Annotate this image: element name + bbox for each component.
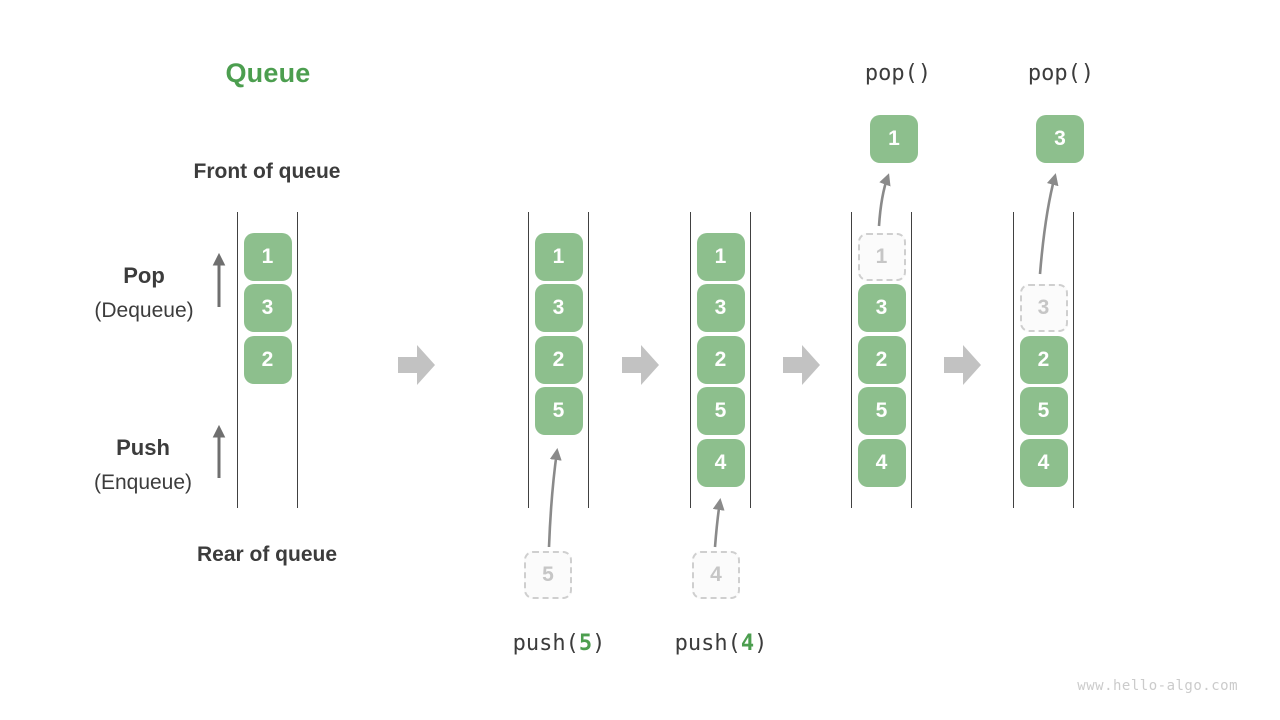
push-call-arg: 4 (740, 631, 755, 656)
flow-arrow-icon (622, 345, 659, 385)
front-of-queue-label: Front of queue (193, 160, 341, 183)
pop-call-label-1: pop() (864, 61, 932, 86)
incoming-item-box: 5 (524, 551, 572, 599)
queue-column-initial: 1 3 2 (237, 212, 298, 508)
push-call-label-4: push(4) (675, 631, 768, 656)
push-call-suffix: ) (754, 631, 768, 656)
queue-item-box: 3 (534, 284, 583, 332)
incoming-item-box: 4 (692, 551, 740, 599)
queue-item-box: 1 (243, 233, 292, 281)
enqueue-label: (Enqueue) (93, 471, 193, 494)
queue-item-box: 2 (1019, 336, 1068, 384)
flow-arrow-icon (944, 345, 981, 385)
watermark: www.hello-algo.com (1077, 678, 1238, 694)
queue-item-box: 2 (534, 336, 583, 384)
dequeue-label: (Dequeue) (94, 299, 194, 322)
push-call-arg: 5 (578, 631, 593, 656)
push-call-prefix: push( (512, 631, 579, 656)
pop-call-label-2: pop() (1027, 61, 1095, 86)
rear-of-queue-label: Rear of queue (196, 543, 338, 566)
queue-column-after-pop-3: 3 2 5 4 (1013, 212, 1074, 508)
flow-arrow-icon (783, 345, 820, 385)
queue-item-ghost: 3 (1019, 284, 1068, 332)
queue-item-box: 3 (243, 284, 292, 332)
queue-item-box: 5 (1019, 387, 1068, 435)
queue-item-box: 3 (696, 284, 745, 332)
push-call-prefix: push( (674, 631, 741, 656)
queue-item-box: 1 (696, 233, 745, 281)
queue-item-box: 1 (534, 233, 583, 281)
queue-item-box: 5 (857, 387, 906, 435)
flow-arrow-icon (398, 345, 435, 385)
popped-item-box: 3 (1036, 115, 1084, 163)
queue-item-box: 2 (857, 336, 906, 384)
queue-item-ghost: 1 (857, 233, 906, 281)
queue-item-box: 4 (857, 439, 906, 487)
pop-dequeue-label: Pop (Dequeue) (94, 258, 193, 328)
queue-item-box: 5 (696, 387, 745, 435)
push-call-suffix: ) (592, 631, 606, 656)
queue-item-box: 2 (243, 336, 292, 384)
push-enqueue-label: Push (Enqueue) (94, 430, 192, 500)
pop-label: Pop (123, 263, 165, 288)
queue-column-after-pop-1: 1 3 2 5 4 (851, 212, 912, 508)
queue-column-after-push-4: 1 3 2 5 4 (690, 212, 751, 508)
queue-item-box: 5 (534, 387, 583, 435)
diagram-title: Queue (225, 58, 311, 88)
queue-item-box: 4 (696, 439, 745, 487)
queue-item-box: 2 (696, 336, 745, 384)
push-call-label-5: push(5) (513, 631, 606, 656)
queue-item-box: 4 (1019, 439, 1068, 487)
push-label: Push (116, 435, 170, 460)
popped-item-box: 1 (870, 115, 918, 163)
queue-item-box: 3 (857, 284, 906, 332)
queue-column-after-push-5: 1 3 2 5 (528, 212, 589, 508)
